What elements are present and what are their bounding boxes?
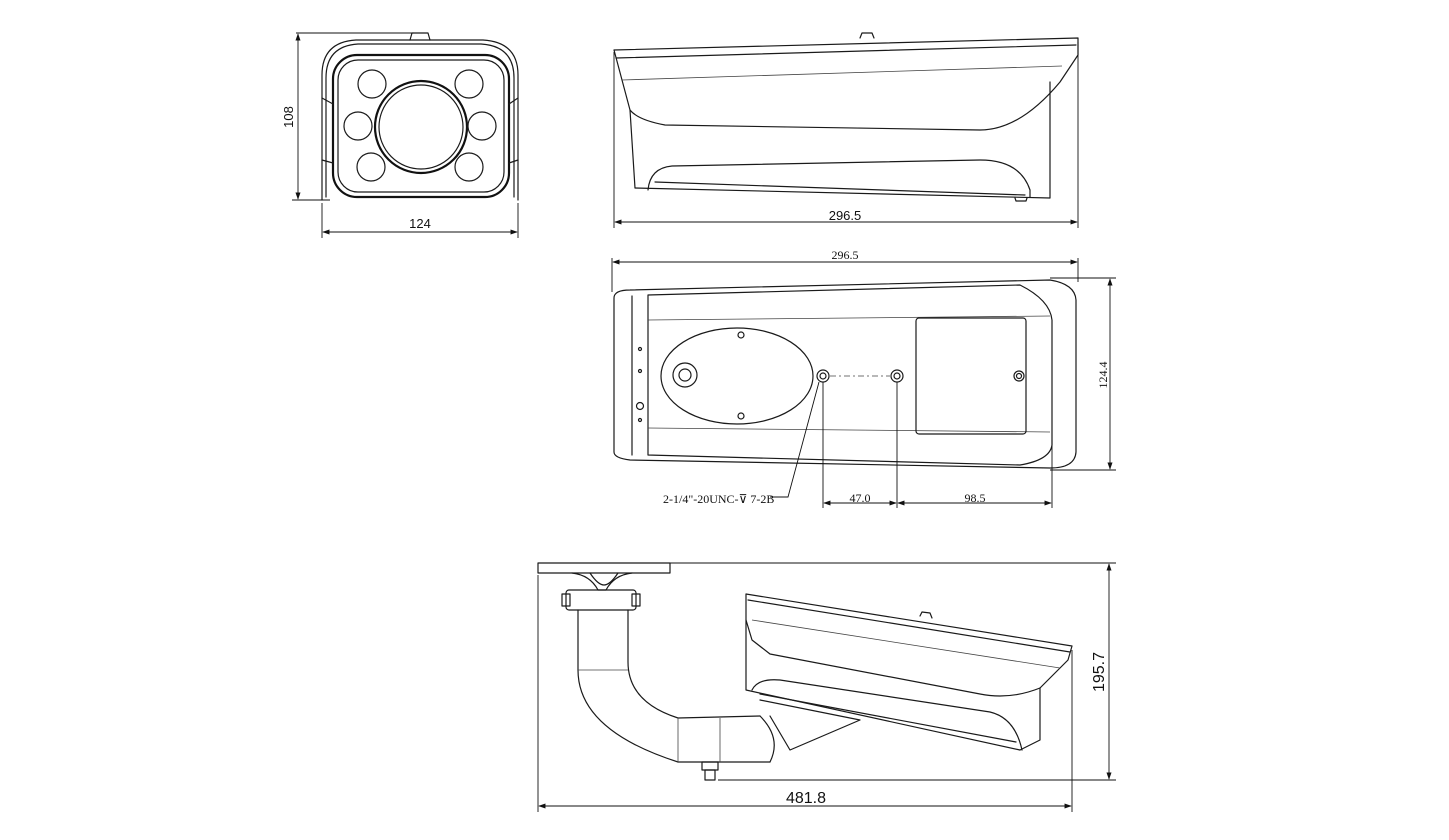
ir-led-1 xyxy=(357,69,387,99)
dim-front-width: 124 xyxy=(409,216,431,231)
side-view xyxy=(613,32,1079,228)
ir-led-2 xyxy=(454,69,484,99)
bottom-view xyxy=(611,258,1116,508)
ir-led-6 xyxy=(454,152,484,182)
dim-side-length: 296.5 xyxy=(829,208,862,223)
mount-thread-callout: 2-1/4"-20UNC-⊽ 7-2B xyxy=(663,492,774,506)
dim-bracket-height: 195.7 xyxy=(1091,652,1108,692)
mounting-plate-ellipse xyxy=(660,327,814,425)
dim-bracket-length: 481.8 xyxy=(786,790,826,807)
mount-hole-2 xyxy=(890,369,904,383)
ir-led-5 xyxy=(356,152,386,182)
dim-front-height: 108 xyxy=(281,106,296,128)
ir-led-4 xyxy=(467,111,497,141)
lens-outer-circle xyxy=(373,79,469,175)
front-view xyxy=(292,32,519,238)
dim-bottom-width: 124.4 xyxy=(1096,362,1110,389)
dim-hole-to-end: 98.5 xyxy=(965,491,986,505)
dim-hole-spacing: 47.0 xyxy=(850,491,871,505)
mount-hole-1 xyxy=(816,369,830,383)
dim-bottom-length: 296.5 xyxy=(832,248,859,262)
ir-led-3 xyxy=(343,111,373,141)
bracket-view xyxy=(537,562,1116,812)
